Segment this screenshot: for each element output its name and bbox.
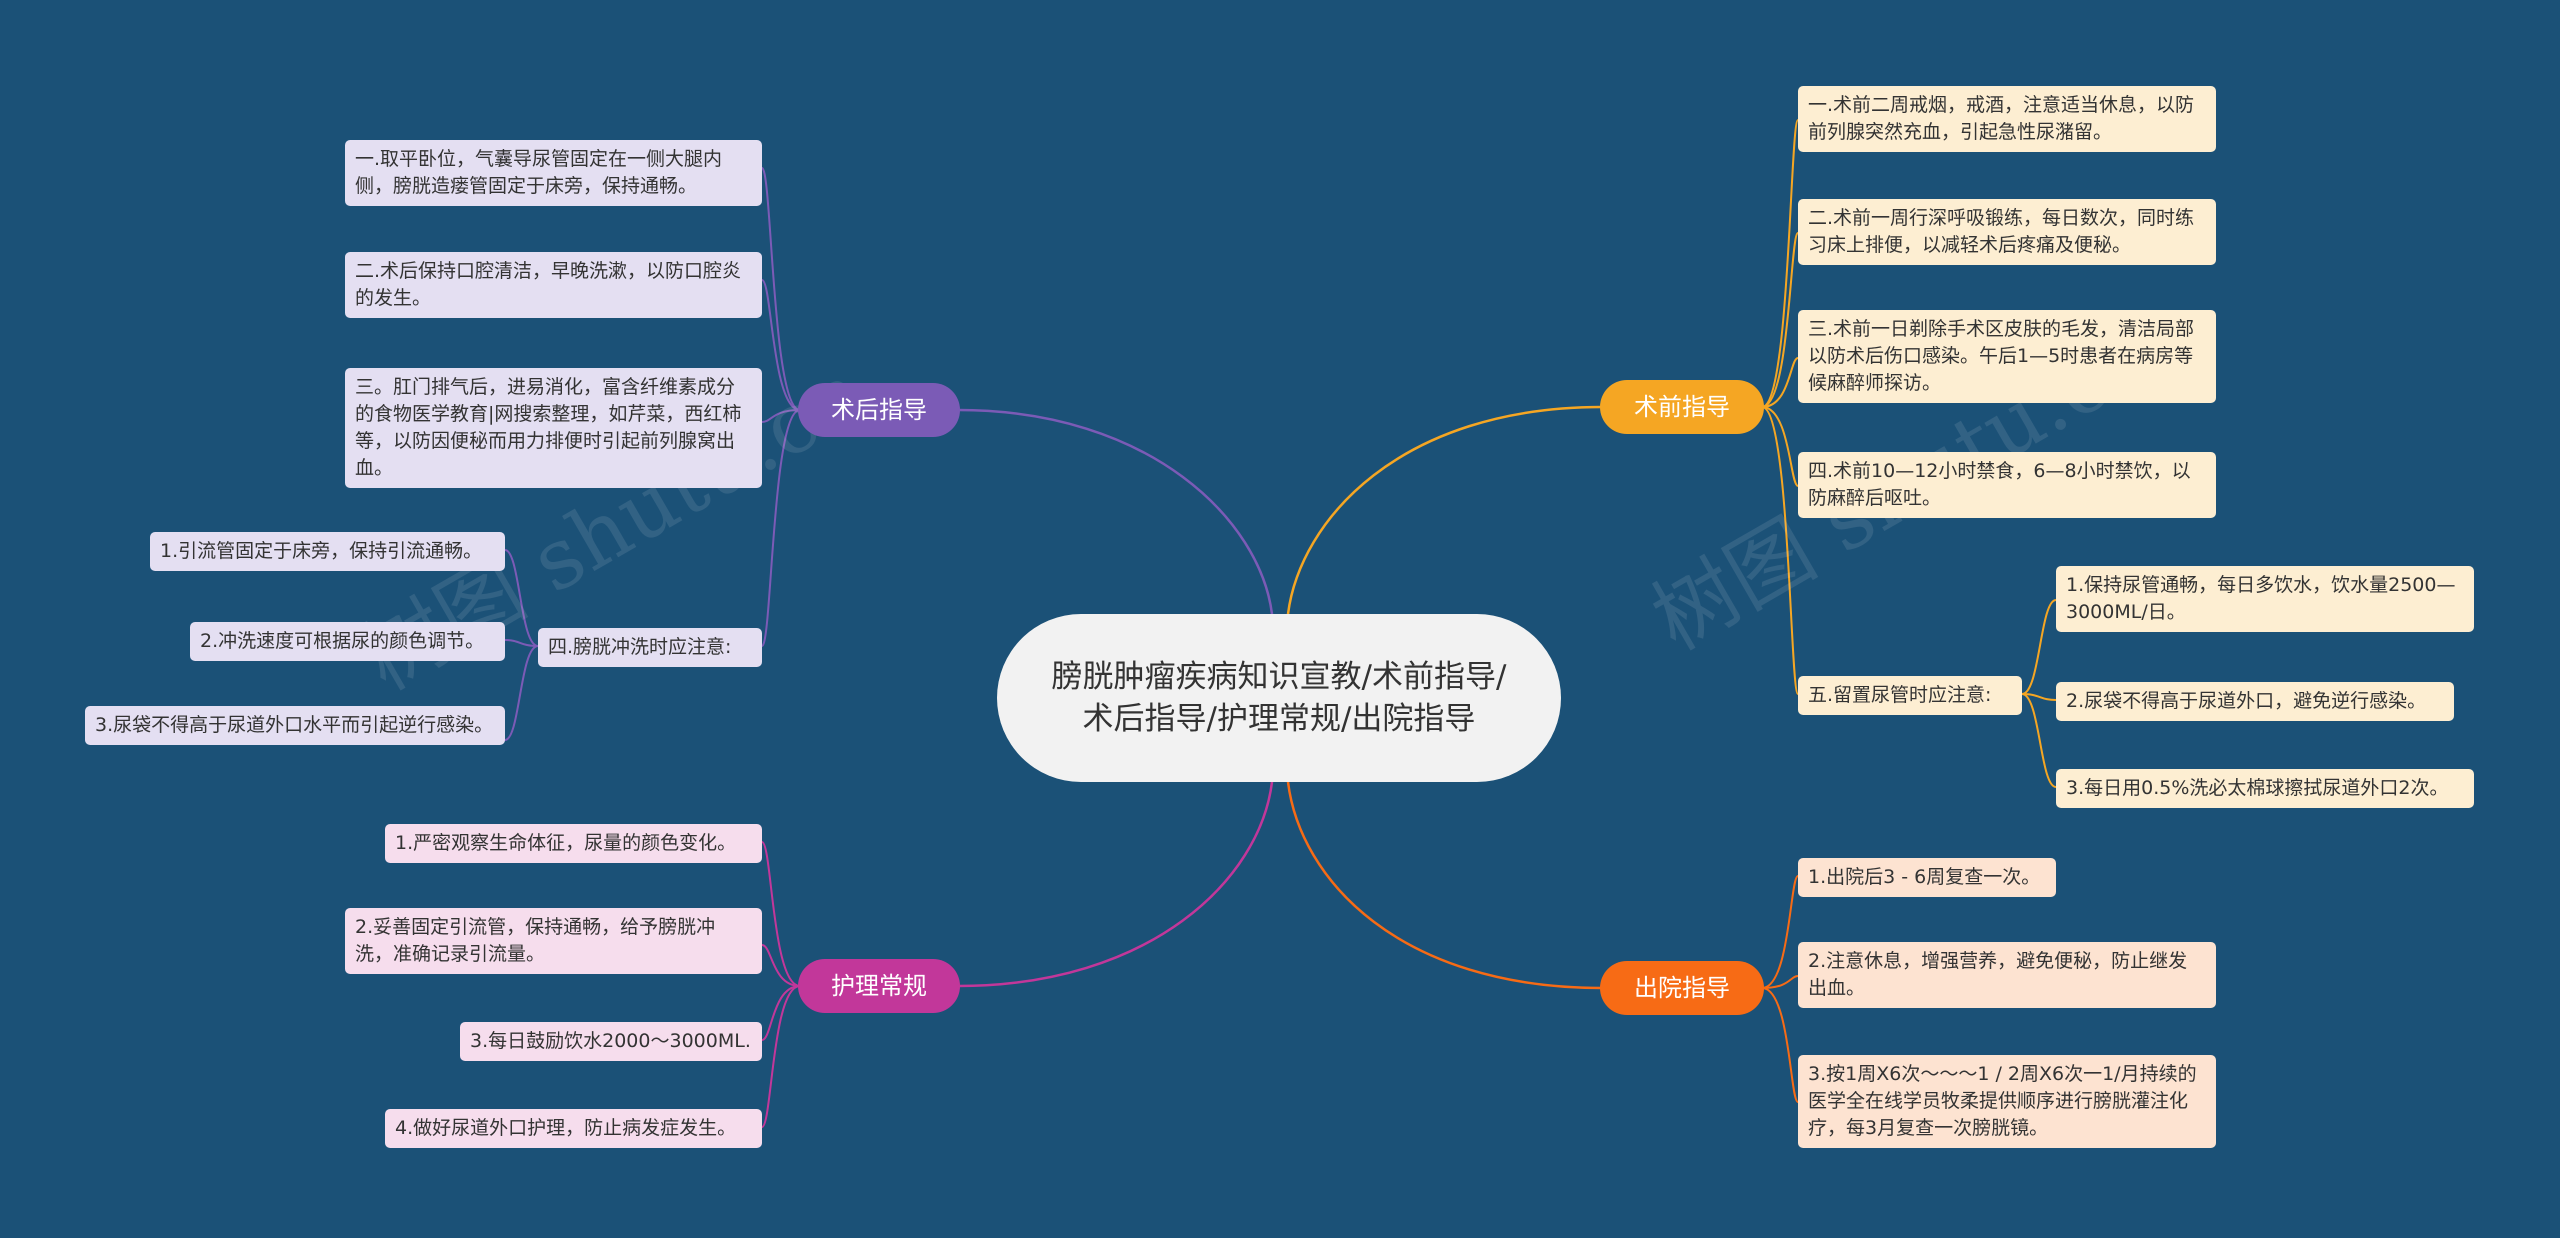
preop-item-1[interactable]: 一.术前二周戒烟，戒酒，注意适当休息，以防前列腺突然充血，引起急性尿潴留。 <box>1798 86 2216 152</box>
preop-item-5[interactable]: 五.留置尿管时应注意: <box>1798 676 2022 715</box>
branch-postop[interactable]: 术后指导 <box>798 383 960 437</box>
preop-item-2[interactable]: 二.术前一周行深呼吸锻练，每日数次，同时练习床上排便，以减轻术后疼痛及便秘。 <box>1798 199 2216 265</box>
central-topic[interactable]: 膀胱肿瘤疾病知识宣教/术前指导/术后指导/护理常规/出院指导 <box>997 614 1561 782</box>
branch-preop[interactable]: 术前指导 <box>1600 380 1764 434</box>
preop-item-4[interactable]: 四.术前10—12小时禁食，6—8小时禁饮，以防麻醉后呕吐。 <box>1798 452 2216 518</box>
branch-care[interactable]: 护理常规 <box>798 959 960 1013</box>
postop-sub-3[interactable]: 3.尿袋不得高于尿道外口水平而引起逆行感染。 <box>85 706 505 745</box>
branch-preop-label: 术前指导 <box>1634 393 1730 421</box>
preop-item-3[interactable]: 三.术前一日剃除手术区皮肤的毛发，清洁局部以防术后伤口感染。午后1—5时患者在病… <box>1798 310 2216 403</box>
care-item-2[interactable]: 2.妥善固定引流管，保持通畅，给予膀胱冲洗，准确记录引流量。 <box>345 908 762 974</box>
discharge-item-2[interactable]: 2.注意休息，增强营养，避免便秘，防止继发出血。 <box>1798 942 2216 1008</box>
postop-sub-2[interactable]: 2.冲洗速度可根据尿的颜色调节。 <box>190 622 505 661</box>
branch-discharge[interactable]: 出院指导 <box>1600 961 1764 1015</box>
discharge-item-3[interactable]: 3.按1周X6次～～～1 / 2周X6次一1/月持续的医学全在线学员牧柔提供顺序… <box>1798 1055 2216 1148</box>
care-item-1[interactable]: 1.严密观察生命体征，尿量的颜色变化。 <box>385 824 762 863</box>
branch-care-label: 护理常规 <box>831 972 927 1000</box>
central-topic-label: 膀胱肿瘤疾病知识宣教/术前指导/术后指导/护理常规/出院指导 <box>1051 659 1507 737</box>
branch-discharge-label: 出院指导 <box>1634 974 1730 1002</box>
discharge-item-1[interactable]: 1.出院后3 - 6周复查一次。 <box>1798 858 2056 897</box>
postop-item-3[interactable]: 三。肛门排气后，进易消化，富含纤维素成分的食物医学教育|网搜索整理，如芹菜，西红… <box>345 368 762 488</box>
care-item-4[interactable]: 4.做好尿道外口护理，防止病发症发生。 <box>385 1109 762 1148</box>
branch-postop-label: 术后指导 <box>831 396 927 424</box>
preop-sub-3[interactable]: 3.每日用0.5%洗必太棉球擦拭尿道外口2次。 <box>2056 769 2474 808</box>
care-item-3[interactable]: 3.每日鼓励饮水2000～3000ML. <box>460 1022 762 1061</box>
postop-item-4[interactable]: 四.膀胱冲洗时应注意: <box>538 628 762 667</box>
postop-item-2[interactable]: 二.术后保持口腔清洁，早晚洗漱，以防口腔炎的发生。 <box>345 252 762 318</box>
preop-sub-2[interactable]: 2.尿袋不得高于尿道外口，避免逆行感染。 <box>2056 682 2454 721</box>
postop-item-1[interactable]: 一.取平卧位，气囊导尿管固定在一侧大腿内侧，膀胱造瘘管固定于床旁，保持通畅。 <box>345 140 762 206</box>
postop-sub-1[interactable]: 1.引流管固定于床旁，保持引流通畅。 <box>150 532 505 571</box>
preop-sub-1[interactable]: 1.保持尿管通畅，每日多饮水，饮水量2500—3000ML/日。 <box>2056 566 2474 632</box>
